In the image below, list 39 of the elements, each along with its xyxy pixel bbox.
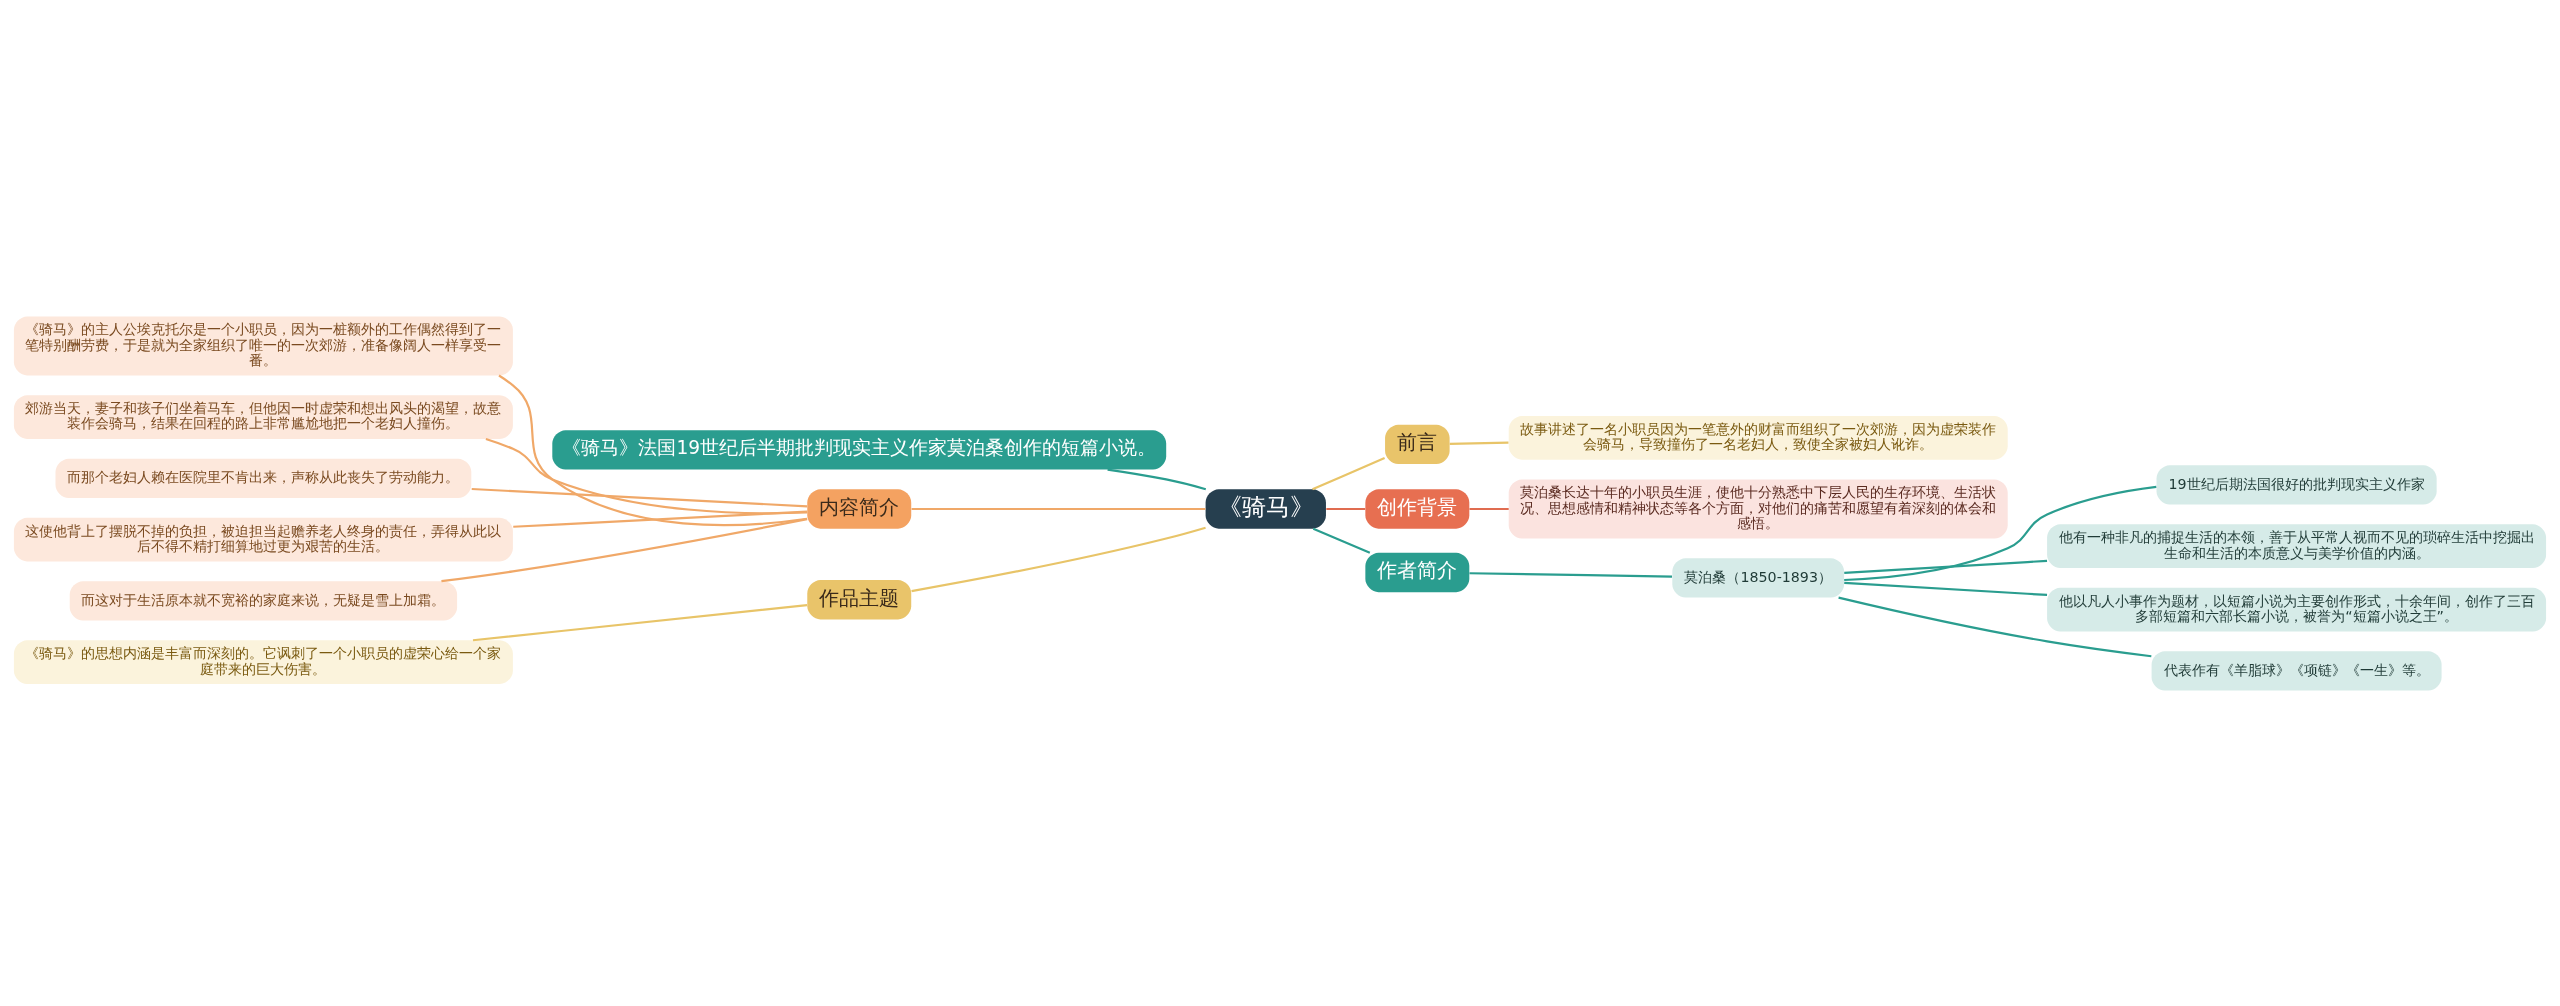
connector — [1844, 559, 2048, 574]
node-box: 内容简介 — [807, 488, 912, 529]
node-box: 这使他背上了摆脱不掉的负担，被迫担当起赡养老人终身的责任，弄得从此以后不得不精打细算地过更为艰苦的生活。 — [13, 517, 513, 561]
connector — [1844, 581, 2048, 596]
node-box: 莫泊桑长达十年的小职员生涯，使他十分熟悉中下层人民的生存环境、生活状况、思想感情和精神状态等各个方面，对他们的痛苦和愿望有着深刻的体会和感悟。 — [1508, 478, 2008, 538]
node-box: 前言 — [1385, 424, 1450, 464]
connector — [1449, 441, 1509, 445]
node-box: 他以凡人小事作为题材，以短篇小说为主要创作形式，十余年间，创作了三百多部短篇和六部长篇小说，被誉为“短篇小说之王”。 — [2047, 587, 2547, 632]
node-box: 创作背景 — [1365, 488, 1470, 529]
node-box: 《骑马》的主人公埃克托尔是一个小职员，因为一桩额外的工作偶然得到了一笔特别酬劳费，于是就为全家组织了唯一的一次郊游，准备像阔人一样享受一番。 — [13, 315, 513, 375]
node-box: 作品主题 — [807, 579, 912, 619]
node-box: 莫泊桑（1850-1893） — [1672, 557, 1845, 598]
connector — [1838, 596, 2152, 657]
connector — [1107, 468, 1207, 490]
connector — [441, 517, 808, 582]
connector — [1469, 507, 1509, 510]
connector — [1844, 485, 2157, 581]
node-box: 作者简介 — [1365, 552, 1470, 592]
connector — [498, 374, 808, 526]
node-box: 19世纪后期法国很好的批判现实主义作家 — [2156, 464, 2437, 505]
node-box: 而这对于生活原本就不宽裕的家庭来说，无疑是雪上加霜。 — [69, 580, 458, 621]
node-box: 郊游当天，妻子和孩子们坐着马车，但他因一时虚荣和想出风头的渴望，故意装作会骑马，结果在回程的路上非常尴尬地把一个老妇人撞伤。 — [13, 394, 513, 439]
connector — [513, 510, 808, 528]
node-box: 《骑马》法国19世纪后半期批判现实主义作家莫泊桑创作的短篇小说。 — [552, 429, 1167, 470]
connector — [472, 603, 808, 641]
connector — [1326, 507, 1366, 510]
connector — [911, 507, 1206, 510]
node-box: 《骑马》的思想内涵是丰富而深刻的。它讽刺了一个小职员的虚荣心给一个家庭带来的巨大伤害。 — [13, 639, 513, 684]
connector — [1312, 527, 1371, 554]
connector — [1312, 456, 1386, 490]
connector — [1469, 571, 1673, 578]
node-box: 《骑马》 — [1205, 488, 1326, 529]
node-box: 代表作有《羊脂球》《项链》《一生》等。 — [2151, 650, 2442, 691]
node-box: 他有一种非凡的捕捉生活的本领，善于从平常人视而不见的琐碎生活中挖掘出生命和生活的本质意义与美学价值的内涵。 — [2047, 523, 2547, 568]
connector — [911, 526, 1206, 592]
connector — [485, 437, 808, 514]
node-box: 故事讲述了一名小职员因为一笔意外的财富而组织了一次郊游，因为虚荣装作会骑马，导致撞伤了一名老妇人，致使全家被妇人讹诈。 — [1508, 415, 2008, 460]
connector — [471, 487, 808, 507]
node-box: 而那个老妇人赖在医院里不肯出来，声称从此丧失了劳动能力。 — [55, 458, 472, 498]
